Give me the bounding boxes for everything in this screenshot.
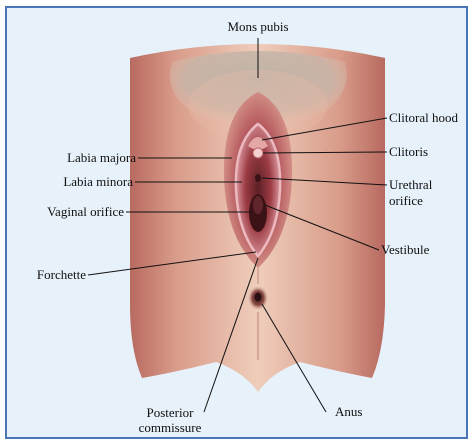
- label-clitoral-hood: Clitoral hood: [389, 110, 458, 125]
- label-urethral-orifice-1: Urethral: [389, 177, 433, 192]
- label-posterior-commissure-2: commissure: [139, 420, 202, 435]
- label-vestibule: Vestibule: [381, 242, 430, 257]
- label-vaginal-orifice: Vaginal orifice: [47, 204, 124, 219]
- clitoris-shape: [253, 148, 263, 158]
- label-urethral-orifice-2: orifice: [389, 193, 423, 208]
- label-mons-pubis: Mons pubis: [227, 19, 288, 34]
- label-posterior-commissure-1: Posterior: [147, 405, 195, 420]
- label-clitoris: Clitoris: [389, 144, 428, 159]
- vaginal-orifice-highlight: [253, 196, 263, 214]
- label-labia-minora: Labia minora: [63, 174, 133, 189]
- anus-center: [255, 293, 262, 302]
- label-labia-majora: Labia majora: [67, 150, 136, 165]
- label-forchette: Forchette: [37, 267, 86, 282]
- urethral-orifice-shape: [255, 174, 261, 182]
- label-anus: Anus: [335, 404, 362, 419]
